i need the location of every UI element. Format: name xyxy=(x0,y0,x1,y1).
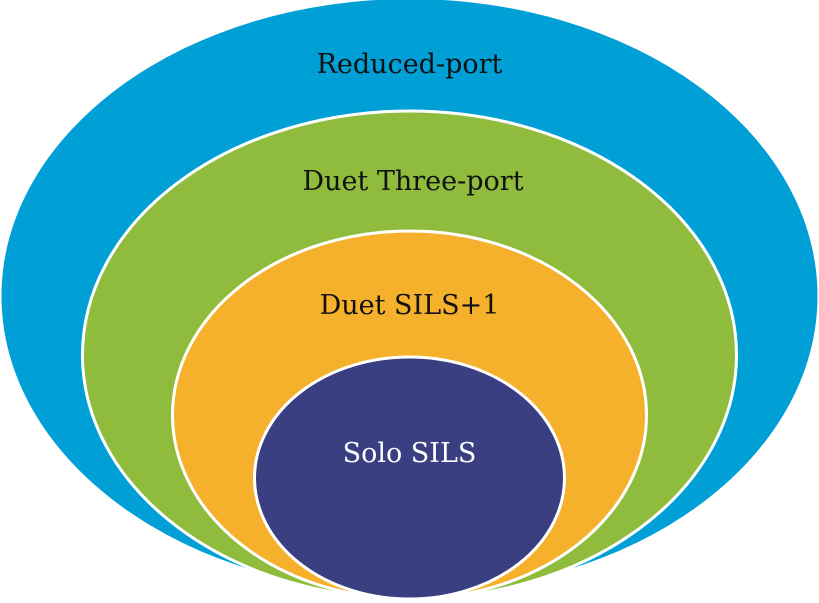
layer-duet-three-port-label: Duet Three-port xyxy=(302,166,523,197)
layer-reduced-port-label: Reduced-port xyxy=(317,49,503,80)
layer-duet-sils-plus-1-label: Duet SILS+1 xyxy=(320,290,500,321)
layer-solo-sils-ellipse xyxy=(253,355,566,601)
layer-solo-sils-label: Solo SILS xyxy=(343,438,477,469)
